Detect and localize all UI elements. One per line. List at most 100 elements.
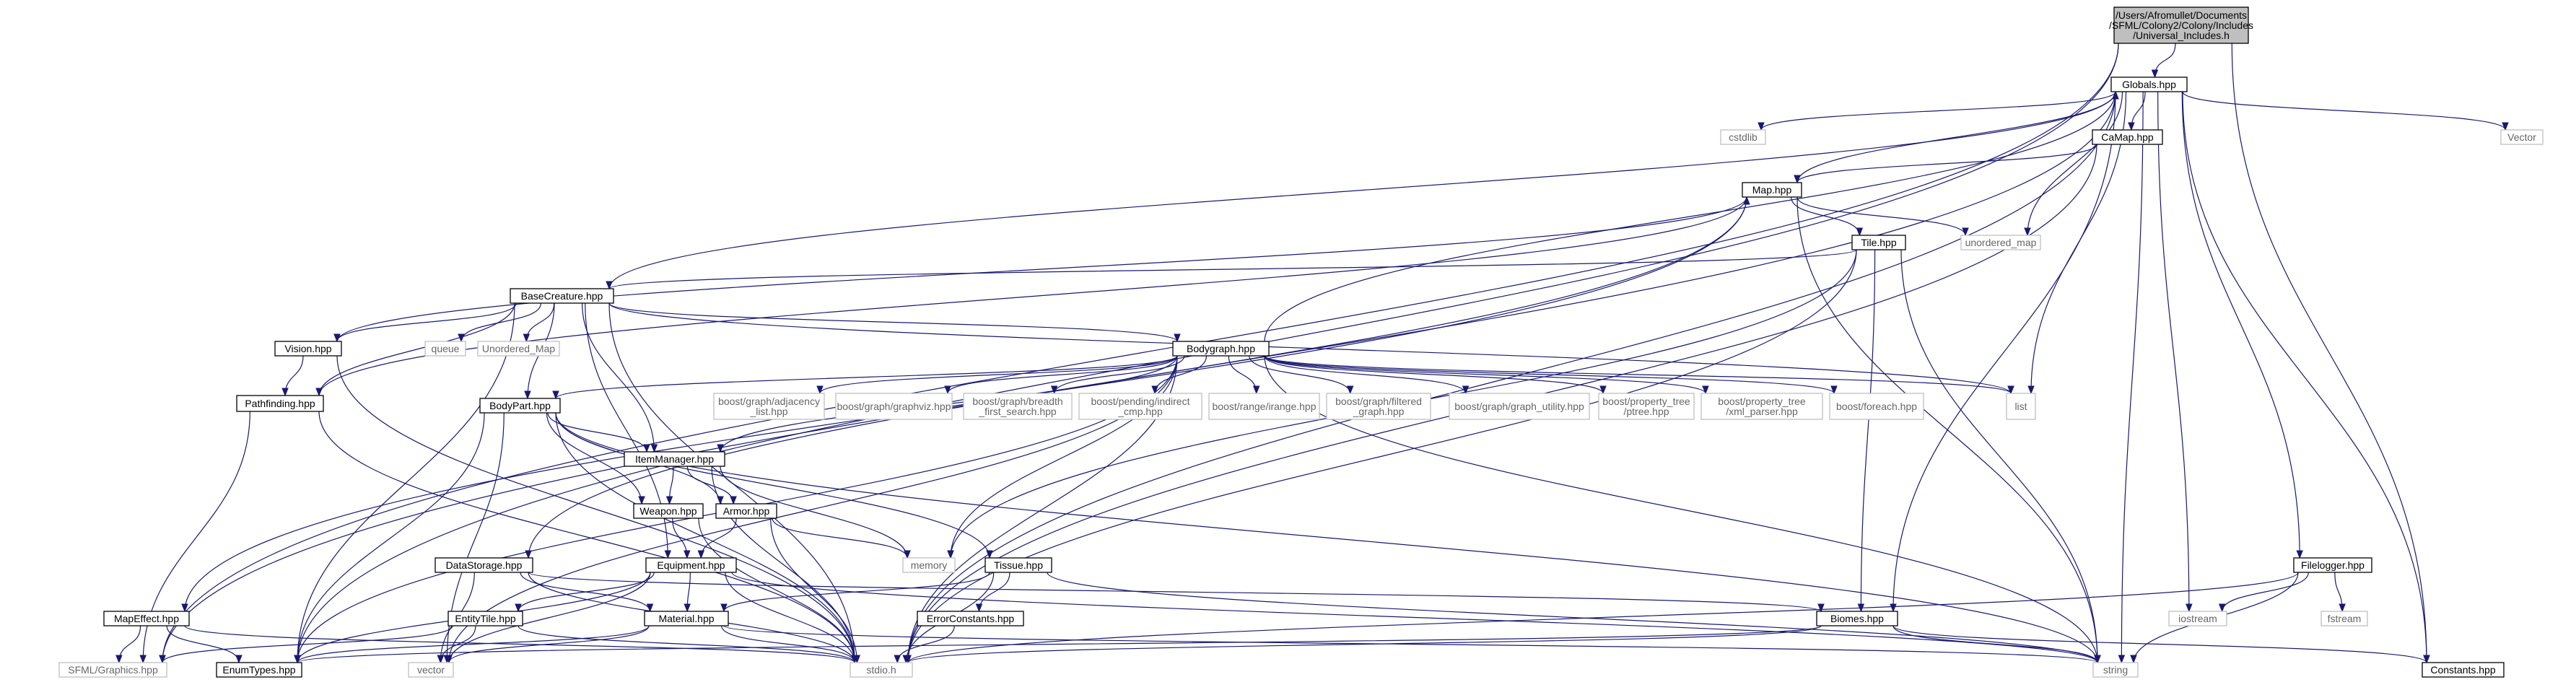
- edge-line: [448, 625, 650, 663]
- edge-arrowhead: [646, 603, 654, 613]
- node-label: Vision.hpp: [284, 343, 331, 354]
- node-label-line: EntityTile.hpp: [455, 613, 516, 624]
- edge-pathfinding-to-stdio: [318, 411, 858, 664]
- node-entitytile[interactable]: EntityTile.hpp: [447, 611, 523, 626]
- node-biomes[interactable]: Biomes.hpp: [1816, 611, 1898, 626]
- edge-line: [819, 355, 1178, 394]
- edge-line: [297, 412, 485, 663]
- node-tile[interactable]: Tile.hpp: [1851, 235, 1906, 250]
- edge-arrowhead: [2218, 603, 2226, 613]
- node-filelogger[interactable]: Filelogger.hpp: [2293, 557, 2372, 573]
- edge-arrowhead: [986, 550, 993, 559]
- edge-arrowhead: [235, 655, 243, 664]
- edge-bodygraph-to-b_filtered: [1249, 355, 1354, 395]
- edge-line: [460, 302, 542, 342]
- edge-arrowhead: [2024, 227, 2031, 237]
- node-label-line: _list.hpp: [749, 406, 787, 417]
- node-camap[interactable]: CaMap.hpp: [2092, 129, 2163, 145]
- node-pathfinding[interactable]: Pathfinding.hpp: [236, 395, 324, 412]
- node-label-line: boost/graph/graph_utility.hpp: [1454, 401, 1584, 412]
- node-root[interactable]: /Users/Afromullet/Documents/SFML/Colony2…: [2109, 6, 2253, 44]
- edge-line: [528, 196, 1747, 559]
- edge-line: [528, 572, 1822, 612]
- edge-arrowhead: [851, 655, 858, 664]
- node-box: [633, 503, 704, 519]
- node-b-foreach: boost/foreach.hpp: [1829, 393, 1924, 420]
- node-label: Equipment.hpp: [657, 559, 725, 571]
- node-stdio: stdio.h: [850, 662, 913, 678]
- edge-mapeffect-to-sfml_graphics: [115, 625, 141, 664]
- edge-line: [1264, 355, 2012, 394]
- node-basecreature[interactable]: BaseCreature.hpp: [510, 288, 614, 304]
- edge-arrowhead: [816, 385, 824, 395]
- node-datastorage[interactable]: DataStorage.hpp: [435, 557, 533, 573]
- edge-line: [686, 466, 734, 505]
- node-box: [103, 611, 190, 626]
- node-map[interactable]: Map.hpp: [1742, 182, 1802, 198]
- edge-line: [336, 302, 517, 342]
- node-box: [1326, 393, 1431, 420]
- node-mapeffect[interactable]: MapEffect.hpp: [103, 611, 190, 626]
- node-bodypart[interactable]: BodyPart.hpp: [479, 398, 561, 414]
- edge-arrowhead: [638, 496, 645, 505]
- node-label-line: Unordered_Map: [482, 343, 555, 354]
- node-material[interactable]: Material.hpp: [644, 611, 729, 626]
- edge-tile-to-string: [1900, 249, 2101, 664]
- node-b-adjlist: boost/graph/adjacency_list.hpp: [713, 393, 825, 420]
- edge-bodypart-to-tissue: [555, 412, 993, 559]
- node-tissue[interactable]: Tissue.hpp: [984, 557, 1052, 573]
- edge-arrowhead: [2423, 655, 2430, 664]
- node-vision[interactable]: Vision.hpp: [274, 341, 342, 357]
- edge-material-to-stdio: [721, 625, 858, 664]
- node-label-line: boost/graph/adjacency: [718, 396, 820, 407]
- edge-line: [950, 355, 1178, 559]
- node-label: boost/graph/adjacency_list.hpp: [718, 396, 820, 417]
- edge-bodygraph-to-b_indirect: [1151, 355, 1208, 395]
- node-globals[interactable]: Globals.hpp: [2110, 77, 2188, 92]
- edge-bodygraph-to-b_xml: [1264, 355, 1709, 395]
- edge-arrowhead: [2094, 655, 2101, 664]
- edge-basecreature-to-globals: [608, 90, 2119, 289]
- edge-arrowhead: [2502, 122, 2509, 131]
- edge-basecreature-to-unordered_map_cap: [523, 302, 555, 343]
- edge-line: [731, 572, 2098, 663]
- node-b-filtered: boost/graph/filtered_graph.hpp: [1326, 393, 1431, 420]
- edge-line: [1047, 572, 2098, 663]
- edge-arrowhead: [904, 655, 912, 664]
- edge-arrowhead: [523, 333, 531, 343]
- edge-line: [723, 572, 990, 612]
- node-label-line: memory: [911, 559, 948, 571]
- node-enumtypes[interactable]: EnumTypes.hpp: [216, 662, 302, 678]
- edge-line: [907, 249, 1857, 663]
- edge-arrowhead: [1599, 385, 1607, 395]
- edge-arrowhead: [1758, 122, 1765, 131]
- node-unordered-map-cap: Unordered_Map: [477, 341, 560, 357]
- node-box: [2110, 77, 2188, 92]
- node-weapon[interactable]: Weapon.hpp: [633, 503, 704, 519]
- edge-line: [2181, 91, 2300, 559]
- edge-line: [1264, 355, 1467, 394]
- node-errorconstants[interactable]: ErrorConstants.hpp: [917, 611, 1024, 626]
- node-b-irange: boost/range/irange.hpp: [1208, 393, 1320, 420]
- edge-line: [1796, 196, 1966, 236]
- node-label: queue: [432, 343, 460, 354]
- edge-line: [1264, 355, 1706, 394]
- node-sfml-graphics: SFML/Graphics.hpp: [58, 662, 167, 678]
- node-box: [1960, 235, 2041, 250]
- node-constants[interactable]: Constants.hpp: [2422, 662, 2505, 678]
- edge-line: [907, 625, 1822, 663]
- edge-tissue-to-errorconstants: [975, 572, 1010, 613]
- node-label-line: CaMap.hpp: [2101, 131, 2154, 143]
- node-label-line: boost/foreach.hpp: [1836, 401, 1917, 412]
- node-itemmanager[interactable]: ItemManager.hpp: [624, 451, 725, 467]
- edge-line: [581, 302, 655, 453]
- node-bodygraph[interactable]: Bodygraph.hpp: [1172, 341, 1270, 357]
- edge-line: [608, 249, 1857, 289]
- node-armor[interactable]: Armor.hpp: [715, 503, 777, 519]
- node-equipment[interactable]: Equipment.hpp: [645, 557, 737, 573]
- node-label-line: list: [2014, 401, 2027, 412]
- edge-globals-to-camap: [2128, 91, 2146, 131]
- node-label: string: [2103, 664, 2128, 676]
- edge-line: [555, 412, 855, 663]
